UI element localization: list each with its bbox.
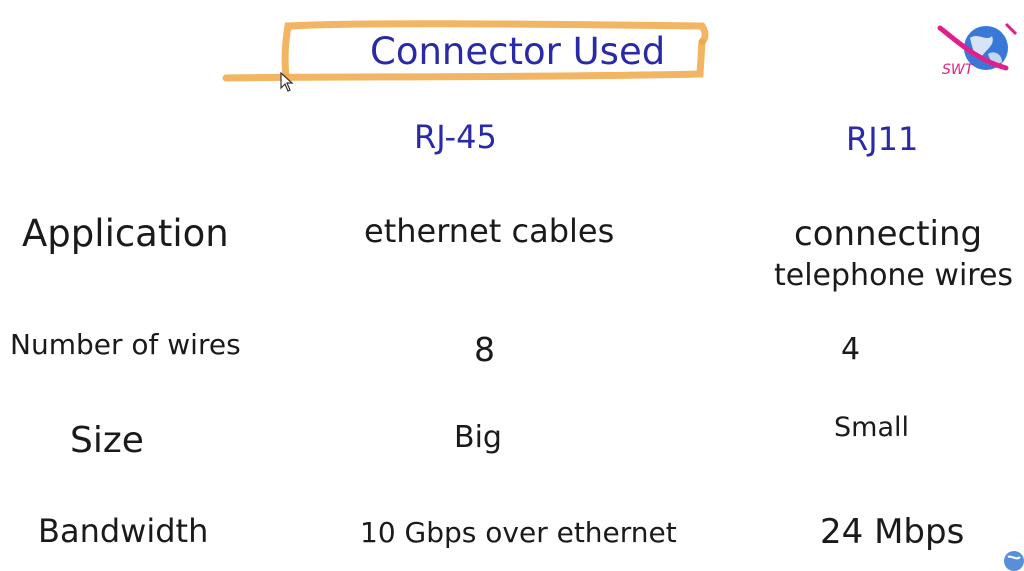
rj11-bandwidth-value: 24 Mbps	[820, 512, 965, 552]
column-header-rj45: RJ-45	[414, 118, 497, 156]
row-label-application: Application	[22, 212, 229, 255]
mouse-cursor-icon	[280, 72, 294, 92]
title-highlight-box	[222, 20, 709, 82]
logo-text: SWT	[942, 62, 975, 78]
rj11-application-value-line2: telephone wires	[774, 258, 1014, 293]
rj45-size-value: Big	[454, 420, 502, 455]
slide-title: Connector Used	[370, 30, 666, 73]
row-label-size: Size	[70, 420, 144, 461]
column-header-rj11: RJ11	[846, 120, 919, 158]
rj45-application-value: ethernet cables	[364, 212, 615, 250]
rj11-application-value-line1: connecting	[794, 214, 983, 254]
small-globe-icon	[1004, 551, 1024, 571]
rj45-wires-value: 8	[474, 330, 495, 369]
rj11-size-value: Small	[834, 412, 909, 443]
row-label-bandwidth: Bandwidth	[38, 512, 209, 550]
channel-logo-icon: SWT	[937, 22, 1018, 78]
rj45-bandwidth-value: 10 Gbps over ethernet	[360, 516, 677, 549]
row-label-number-of-wires: Number of wires	[10, 328, 241, 361]
rj11-wires-value: 4	[841, 332, 861, 367]
